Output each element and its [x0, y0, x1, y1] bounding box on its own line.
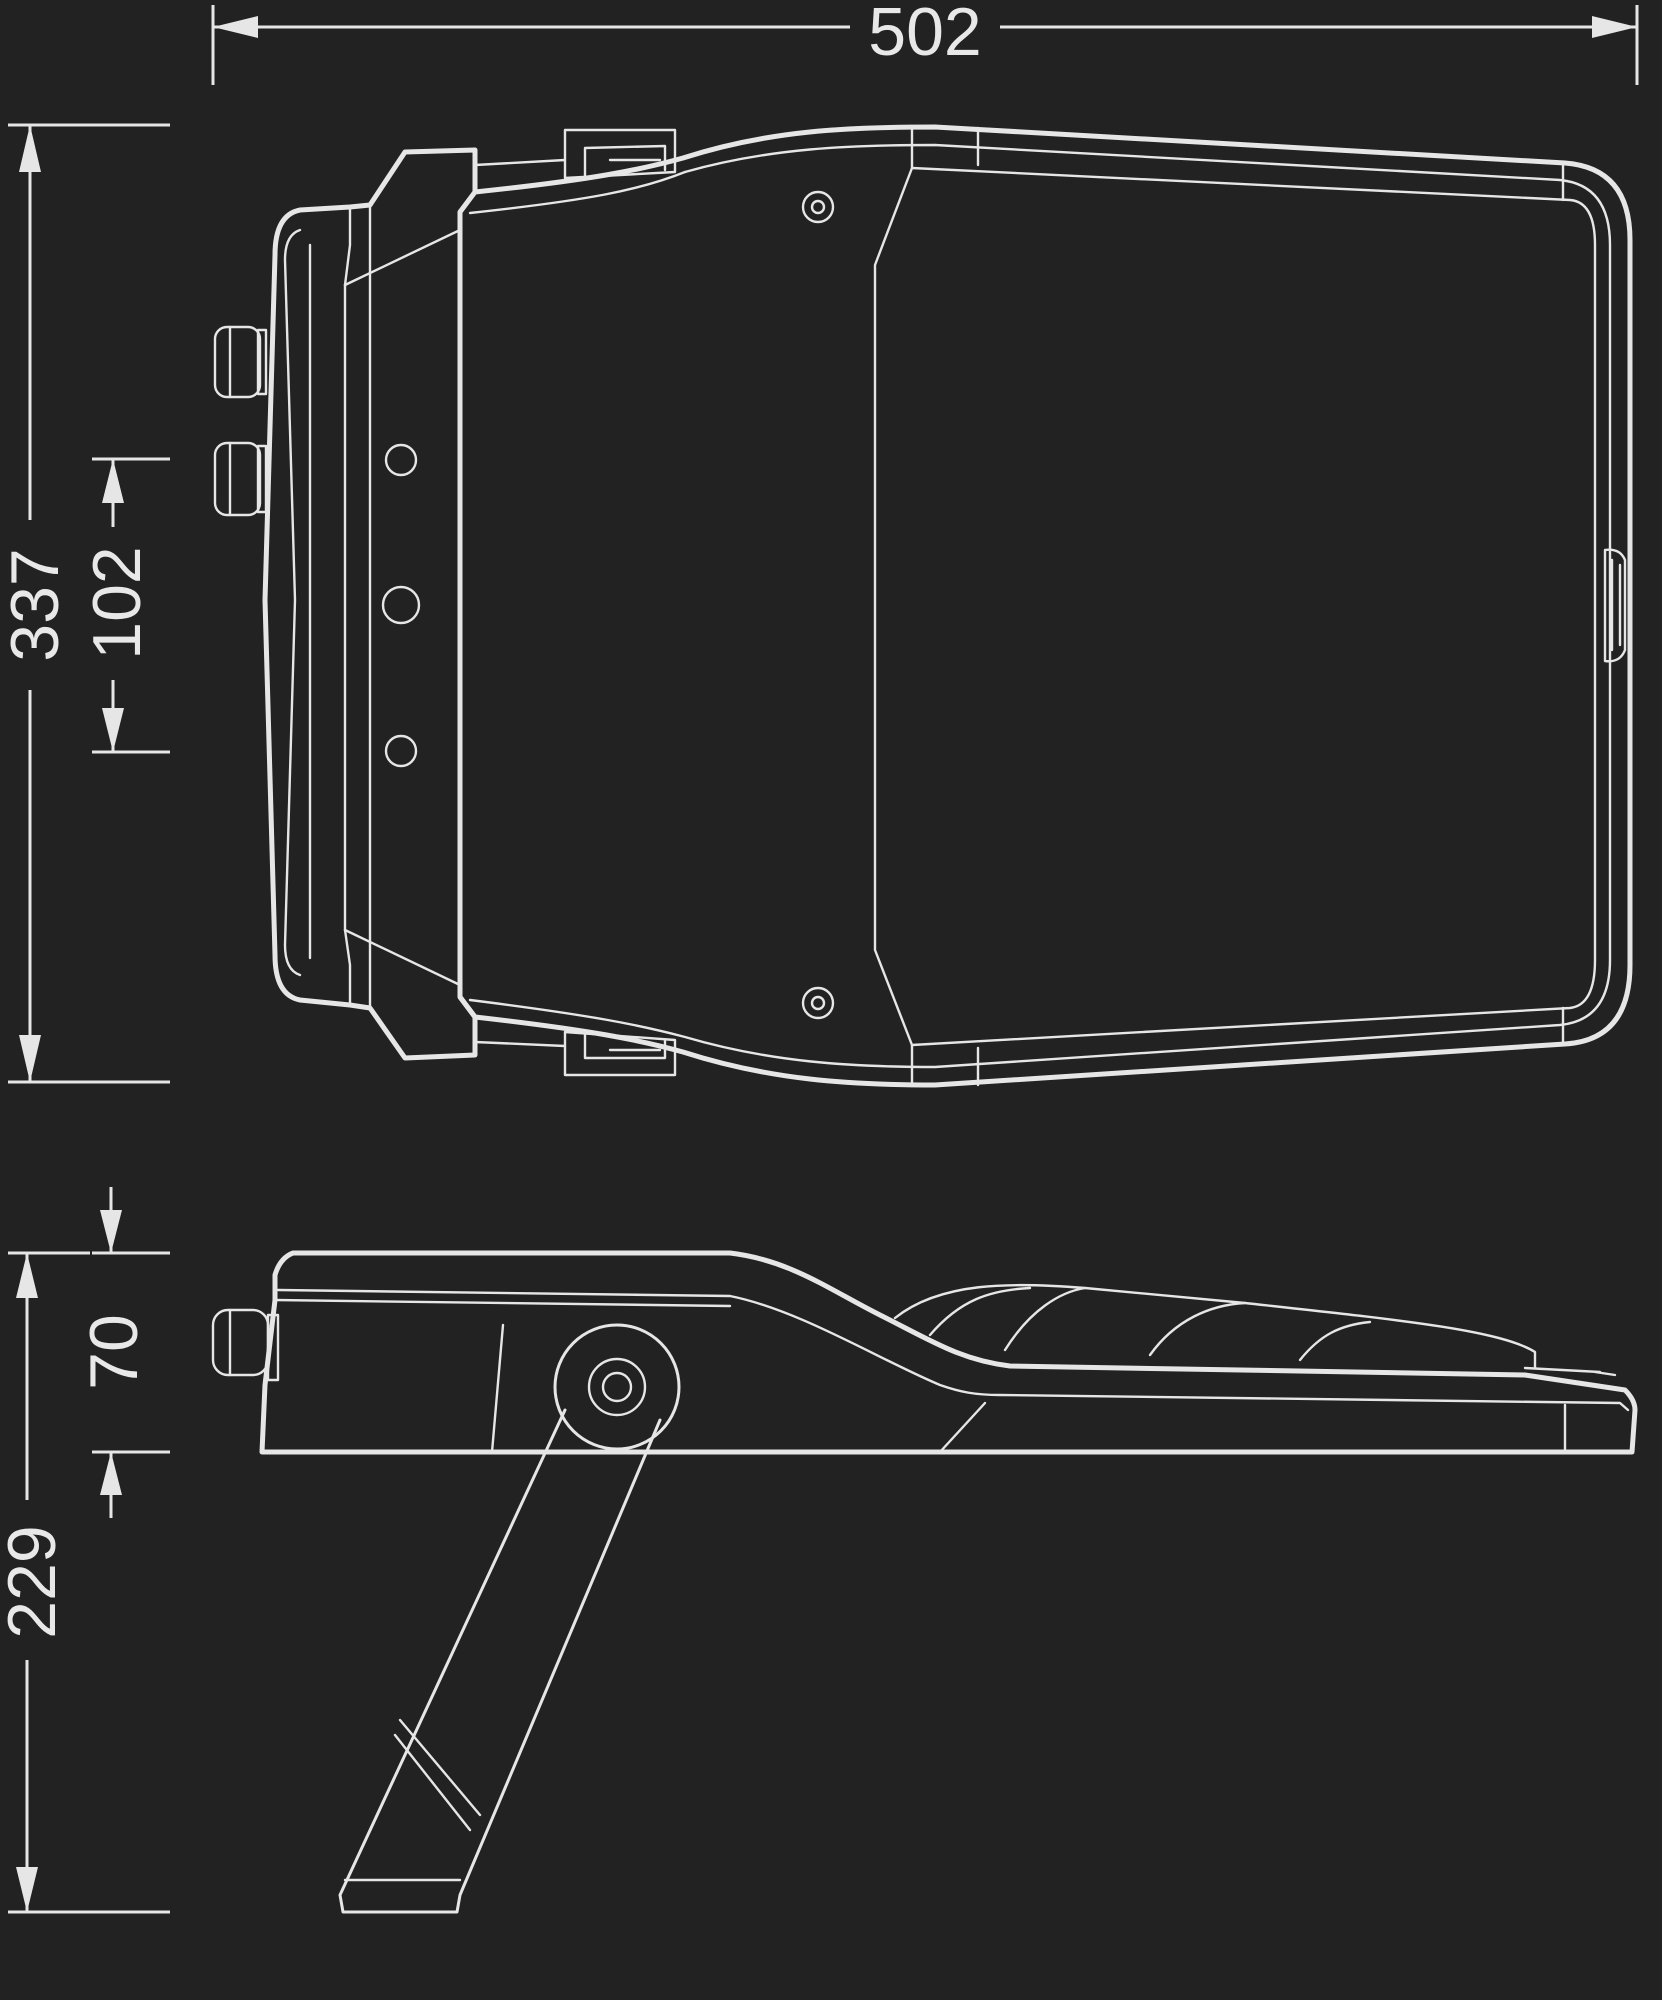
- cable-gland-icon: [213, 441, 268, 517]
- led-lens-dome: [893, 1283, 1537, 1370]
- top-view-led-panel: [873, 166, 1597, 1047]
- bottom-screw-icon: [801, 986, 835, 1020]
- dimension-total-height: 229: [0, 1251, 170, 1914]
- top-view-housing-outline: [457, 124, 1633, 1088]
- top-view-bracket: [262, 147, 478, 1061]
- dimension-width: 502: [211, 0, 1639, 85]
- dimension-body-height-label: 70: [76, 1314, 152, 1390]
- bottom-clip: [473, 1030, 677, 1077]
- mount-hole-icon: [381, 585, 421, 625]
- top-view: [213, 124, 1633, 1088]
- mount-hole-icon: [384, 443, 418, 477]
- dimension-mount-spacing-label: 102: [79, 546, 155, 659]
- cable-gland-icon: [213, 325, 268, 399]
- side-cable-gland-icon: [211, 1308, 280, 1382]
- top-screw-icon: [801, 190, 835, 224]
- dimension-depth-label: 337: [0, 548, 73, 661]
- top-view-inner-rim: [468, 143, 1612, 1069]
- right-latch: [1603, 548, 1627, 663]
- pivot-hub-icon: [553, 1323, 681, 1451]
- dimension-width-label: 502: [868, 0, 981, 70]
- side-view-housing-outline: [259, 1250, 1638, 1455]
- bracket-arm: [338, 1408, 662, 1914]
- dimension-depth: 337: [0, 123, 170, 1084]
- side-view: [211, 1250, 1638, 1914]
- dimension-body-height: 70: [76, 1187, 170, 1518]
- dimension-mount-spacing: 102: [79, 457, 170, 754]
- mount-hole-icon: [384, 734, 418, 768]
- dimension-total-height-label: 229: [0, 1525, 70, 1638]
- top-clip: [473, 128, 677, 180]
